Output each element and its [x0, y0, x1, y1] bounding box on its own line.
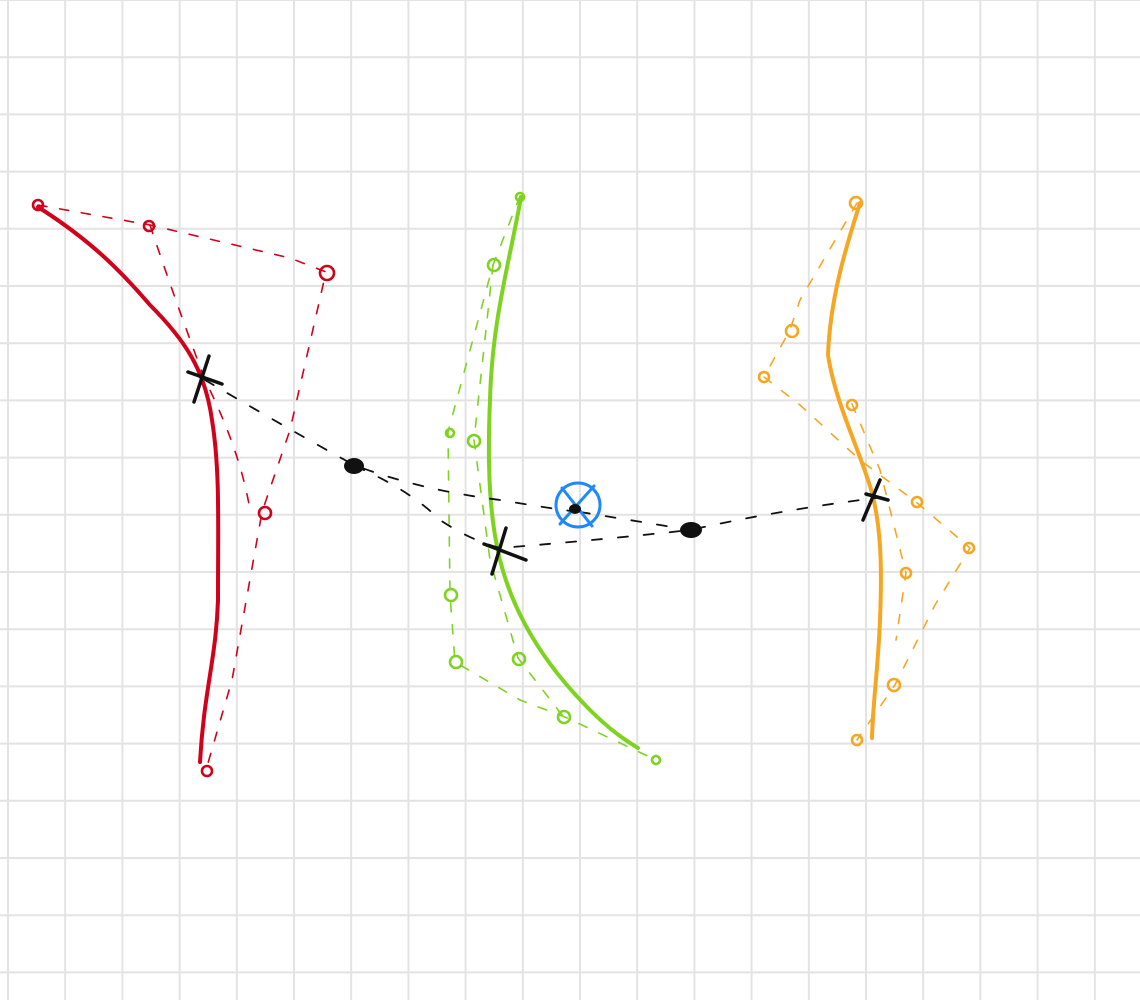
- blue-target-circle: [554, 481, 602, 529]
- orange-control-point: [910, 495, 924, 509]
- black-dot: [344, 458, 364, 474]
- cross-marker: [186, 354, 224, 404]
- green-control-point: [514, 191, 526, 203]
- cross-marker: [861, 478, 890, 522]
- connector-dashed-lower: [354, 465, 877, 549]
- connector-dashed-right: [579, 511, 691, 531]
- connector-dashed-upper: [204, 379, 581, 513]
- black-dot: [680, 522, 702, 538]
- orange-control-point: [886, 677, 902, 693]
- orange-control-point: [757, 370, 771, 384]
- red-control-point: [318, 264, 336, 282]
- green-control-point: [556, 709, 572, 725]
- red-control-point: [257, 505, 273, 521]
- green-control-point: [466, 433, 482, 449]
- black-connector-group: [186, 354, 890, 576]
- green-inner-guide: [473, 264, 563, 716]
- red-curve-group: [31, 198, 336, 778]
- green-control-point: [444, 427, 456, 439]
- green-control-point: [486, 257, 502, 273]
- green-control-polygon: [447, 195, 657, 761]
- red-control-point: [31, 198, 45, 212]
- red-curve: [36, 205, 221, 764]
- green-control-point: [650, 754, 662, 766]
- red-control-point: [142, 219, 156, 233]
- orange-control-point: [850, 733, 864, 747]
- orange-curve-group: [757, 195, 976, 747]
- red-inner-guide: [149, 224, 251, 511]
- orange-control-point: [784, 323, 800, 339]
- orange-control-point: [845, 398, 859, 412]
- green-curve: [486, 195, 640, 750]
- orange-control-polygon: [762, 202, 972, 741]
- green-curve-group: [443, 191, 662, 766]
- cross-marker: [482, 526, 528, 576]
- blue-target-center-dot: [569, 504, 581, 514]
- green-control-point: [511, 651, 527, 667]
- orange-curve: [826, 201, 883, 740]
- orange-control-point: [899, 566, 913, 580]
- green-control-point: [448, 654, 464, 670]
- green-control-point: [443, 587, 459, 603]
- orange-control-point: [962, 541, 976, 555]
- blue-target-marker: [554, 481, 602, 529]
- orange-control-point: [848, 195, 864, 211]
- red-control-polygon: [37, 204, 327, 771]
- red-control-point: [200, 764, 214, 778]
